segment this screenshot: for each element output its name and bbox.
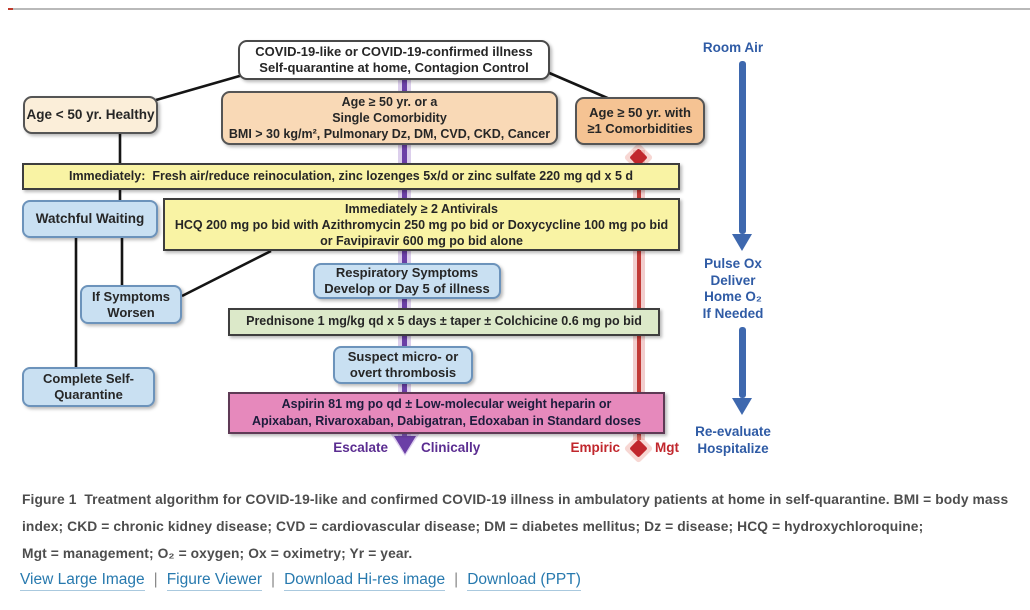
- age-ge50-multi-box: Age ≥ 50 yr. with ≥1 Comorbidities: [575, 97, 705, 145]
- download-ppt-link[interactable]: Download (PPT): [467, 571, 581, 591]
- link-separator: |: [454, 571, 459, 588]
- figure-caption-line3: Mgt = management; O₂ = oxygen; Ox = oxim…: [22, 546, 413, 561]
- thrombosis-line2: overt thrombosis: [349, 365, 457, 380]
- top-rule: [13, 8, 1030, 10]
- age-ge50-multi-line1: Age ≥ 50 yr. with: [589, 105, 691, 121]
- age-ge50-single-line2: Single Comorbidity: [332, 111, 447, 125]
- thrombosis-box: Suspect micro- or overt thrombosis: [333, 346, 473, 384]
- age-ge50-single-box: Age ≥ 50 yr. or a Single Comorbidity BMI…: [221, 91, 558, 145]
- age-lt50-box: Age < 50 yr. Healthy: [23, 96, 158, 134]
- escalate-arrowhead-icon: [394, 436, 416, 454]
- watchful-waiting-box: Watchful Waiting: [22, 200, 158, 238]
- top-rule-accent: [8, 8, 14, 10]
- age-lt50-label: Age < 50 yr. Healthy: [26, 106, 155, 122]
- if-symptoms-line1: If Symptoms: [91, 288, 170, 304]
- antivirals-box: Immediately ≥ 2 Antivirals HCQ 200 mg po…: [163, 198, 680, 251]
- complete-quarantine-line2: Quarantine: [54, 387, 123, 402]
- age-ge50-multi-line2: ≥1 Comorbidities: [587, 121, 693, 136]
- rail-line-1: [739, 61, 746, 234]
- anticoagulation-line1: Aspirin 81 mg po qd ± Low-molecular weig…: [281, 397, 612, 411]
- flowchart: Room Air Pulse Ox Deliver Home O₂ If Nee…: [22, 40, 788, 464]
- antivirals-line3: or Favipiravir 600 mg po bid alone: [320, 233, 523, 248]
- watchful-waiting-label: Watchful Waiting: [35, 210, 145, 226]
- antivirals-line2: HCQ 200 mg po bid with Azithromycin 250 …: [174, 217, 669, 232]
- empiric-label-left: Empiric: [570, 440, 620, 455]
- title-box: COVID-19-like or COVID-19-confirmed illn…: [238, 40, 550, 80]
- rail-line-2: [739, 327, 746, 398]
- figure-caption-line2: index; CKD = chronic kidney disease; CVD…: [22, 519, 924, 534]
- escalate-label-left: Escalate: [333, 440, 388, 455]
- rail-reevaluate-label: Re-evaluate Hospitalize: [678, 423, 788, 457]
- complete-quarantine-box: Complete Self- Quarantine: [22, 367, 155, 407]
- figure-viewer-link[interactable]: Figure Viewer: [166, 571, 263, 591]
- rail-pulse-ox-label: Pulse Ox Deliver Home O₂ If Needed: [683, 256, 783, 322]
- title-box-line1: COVID-19-like or COVID-19-confirmed illn…: [255, 44, 533, 60]
- link-separator: |: [271, 571, 276, 588]
- if-symptoms-box: If Symptoms Worsen: [80, 285, 182, 324]
- rail-pulse-ox-line1: Pulse Ox: [704, 256, 762, 271]
- age-ge50-single-line3: BMI > 30 kg/m², Pulmonary Dz, DM, CVD, C…: [228, 127, 551, 141]
- escalate-line: [402, 78, 407, 436]
- title-box-line2: Self-quarantine at home, Contagion Contr…: [259, 60, 529, 75]
- anticoagulation-box: Aspirin 81 mg po qd ± Low-molecular weig…: [228, 392, 665, 434]
- age-ge50-single-line1: Age ≥ 50 yr. or a: [341, 95, 438, 109]
- rail-reevaluate-line1: Re-evaluate: [695, 424, 771, 439]
- connector-title-to-age-lt50: [155, 73, 244, 102]
- prednisone-box: Prednisone 1 mg/kg qd x 5 days ± taper ±…: [228, 308, 660, 336]
- if-symptoms-line2: Worsen: [107, 304, 155, 320]
- connector-if-symptoms-to-antivirals: [181, 249, 272, 298]
- rail-reevaluate-line2: Hospitalize: [697, 441, 769, 456]
- escalate-label-right: Clinically: [421, 440, 481, 455]
- respiratory-box: Respiratory Symptoms Develop or Day 5 of…: [313, 263, 501, 299]
- empiric-label-right: Mgt: [655, 440, 679, 455]
- anticoagulation-line2: Apixaban, Rivaroxaban, Dabigatran, Edoxa…: [252, 414, 641, 428]
- figure-links: View Large Image | Figure Viewer | Downl…: [20, 571, 581, 591]
- immediately-zinc-box: Immediately: Fresh air/reduce reinoculat…: [22, 163, 680, 190]
- respiratory-line2: Develop or Day 5 of illness: [324, 281, 490, 296]
- immediately-zinc-label: Immediately: Fresh air/reduce reinoculat…: [68, 168, 634, 183]
- empiric-line: [637, 150, 641, 440]
- antivirals-line1: Immediately ≥ 2 Antivirals: [345, 201, 498, 216]
- rail-pulse-ox-line4: If Needed: [702, 305, 764, 321]
- respiratory-line1: Respiratory Symptoms: [335, 265, 479, 281]
- complete-quarantine-line1: Complete Self-: [42, 371, 134, 387]
- figure-caption-line1: Figure 1 Treatment algorithm for COVID-1…: [22, 492, 1009, 507]
- download-hires-link[interactable]: Download Hi-res image: [284, 571, 446, 591]
- prednisone-label: Prednisone 1 mg/kg qd x 5 days ± taper ±…: [246, 314, 642, 329]
- thrombosis-line1: Suspect micro- or: [347, 349, 459, 365]
- rail-pulse-ox-line3: Home O₂: [704, 289, 762, 304]
- rail-arrowhead-2-icon: [732, 398, 752, 415]
- rail-pulse-ox-line2: Deliver: [710, 272, 756, 288]
- view-large-image-link[interactable]: View Large Image: [20, 571, 145, 591]
- link-separator: |: [153, 571, 158, 588]
- rail-room-air-label: Room Air: [702, 40, 764, 55]
- rail-arrowhead-1-icon: [732, 234, 752, 251]
